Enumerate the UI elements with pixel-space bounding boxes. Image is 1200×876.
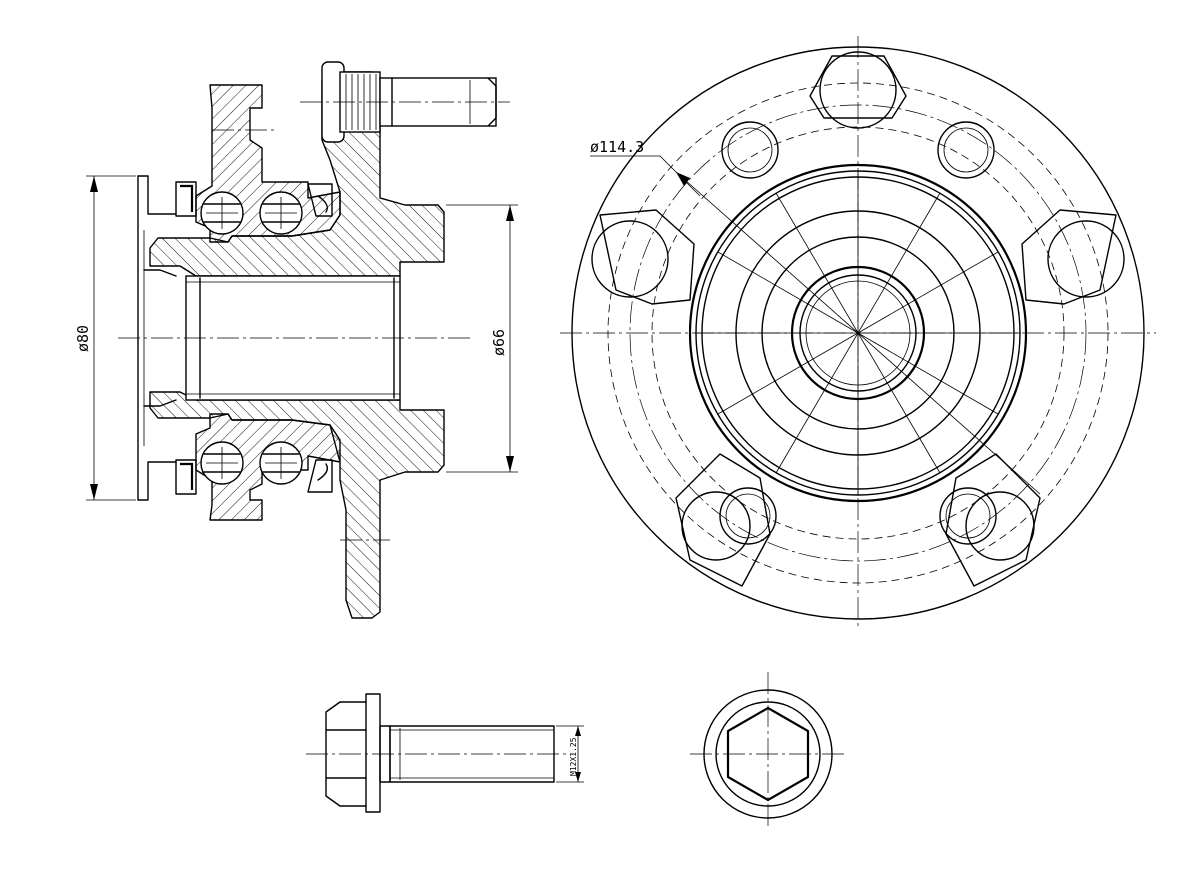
spline-radials	[696, 171, 1020, 495]
bolt-holes	[719, 121, 997, 545]
bearing-balls	[200, 191, 303, 485]
dim-pilot-label: ø66	[490, 329, 508, 356]
dim-bore-label: ø80	[74, 325, 92, 352]
bolt-end-view	[690, 672, 846, 830]
hub-section-view: ø80 ø66	[74, 61, 518, 619]
dim-bolt-circle-label: ø114.3	[590, 138, 644, 156]
dimension-bore: ø80	[74, 175, 136, 501]
bolt-side-view: M12X1.25	[306, 693, 584, 813]
dim-thread-label: M12X1.25	[569, 737, 578, 776]
hub-front-view: ø114.3	[560, 36, 1156, 626]
dimension-pilot: ø66	[446, 204, 518, 473]
dimension-bolt-circle: ø114.3	[590, 138, 1041, 495]
